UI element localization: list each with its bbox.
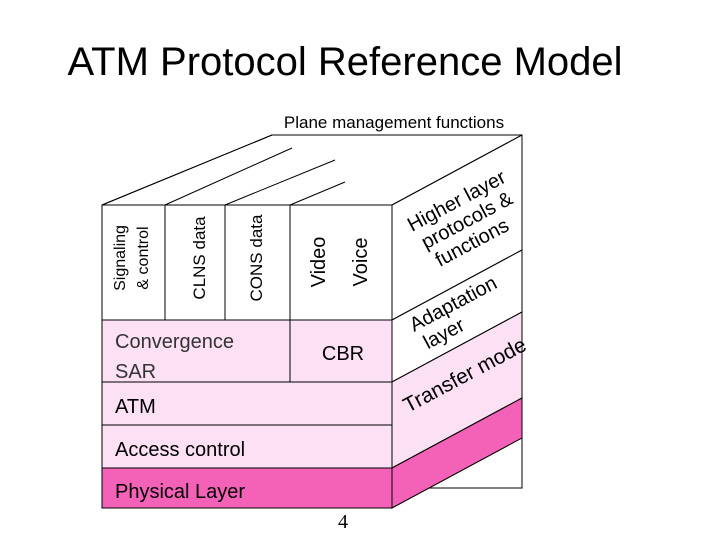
cbr-box [289,319,393,383]
atm-label: ATM [115,396,156,418]
access-control-label: Access control [115,439,245,461]
atm-layer [101,381,393,426]
plane-divider-1 [164,147,293,206]
voice-label: Voice [350,238,372,287]
physical-layer [101,467,393,509]
page-number: 4 [338,511,348,533]
page-title: ATM Protocol Reference Model [67,40,623,84]
signaling-label-2: & control [135,226,152,289]
plane-management-label: Plane management functions [284,113,504,132]
signaling-label-1: Signaling [112,225,129,291]
plane-divider-2 [224,159,336,206]
plane-divider-3 [289,181,346,206]
top-edge-left [101,134,273,206]
convergence-box [101,319,291,383]
video-label: Video [308,237,330,288]
cbr-label: CBR [322,343,364,365]
convergence-label: Convergence [115,331,234,353]
cons-label: CONS data [247,214,266,301]
sar-label: SAR [115,361,156,383]
access-control-layer [101,424,393,469]
physical-layer-label: Physical Layer [115,481,245,503]
clns-label: CLNS data [190,216,209,300]
